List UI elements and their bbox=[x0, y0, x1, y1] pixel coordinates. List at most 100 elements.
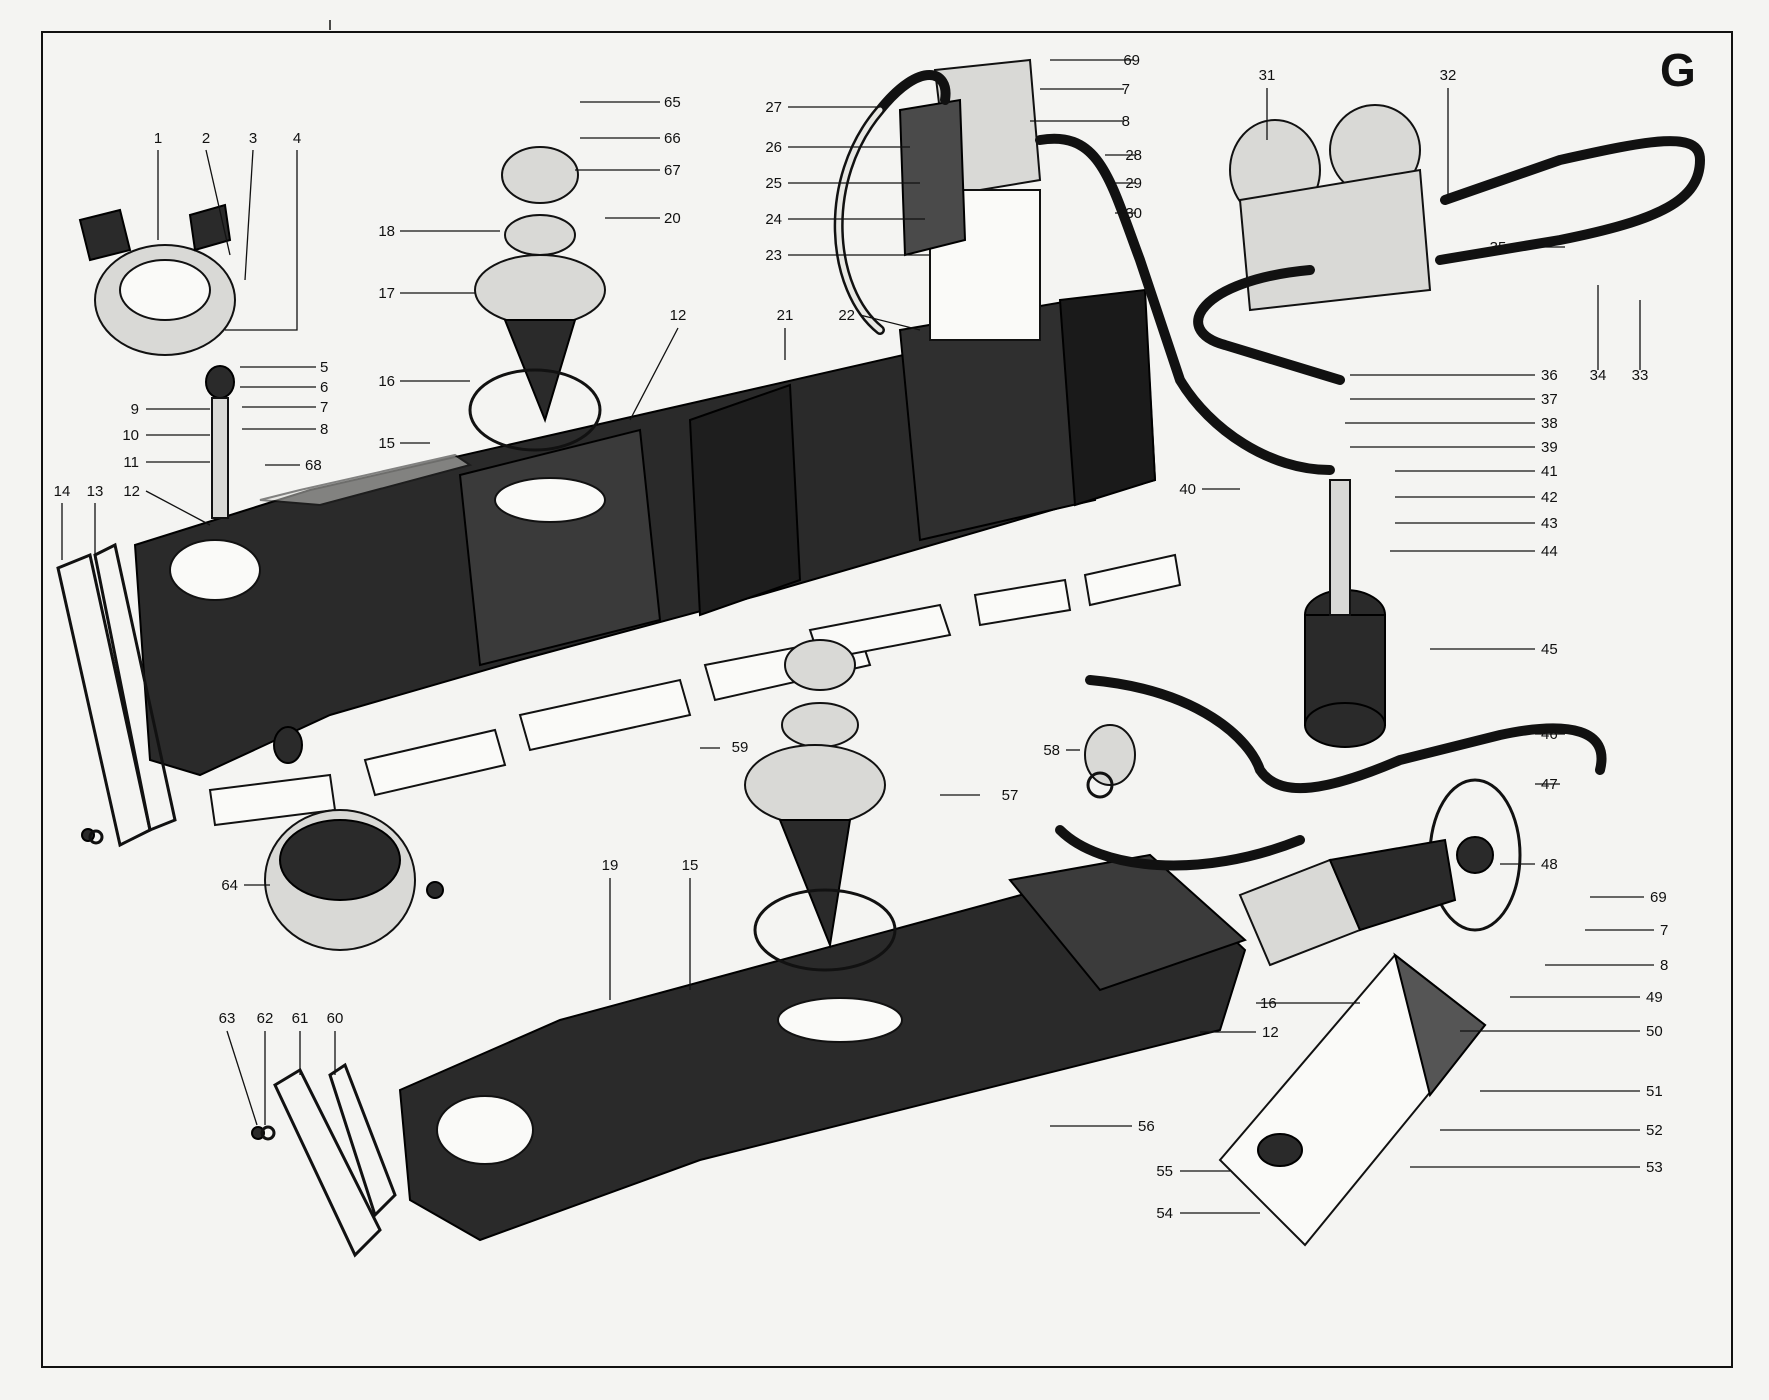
fuel-pipes bbox=[833, 70, 1706, 871]
part-callout-c25: 25 bbox=[765, 175, 782, 192]
part-callout-c27: 27 bbox=[765, 99, 782, 116]
part-callout-c7b: 7 bbox=[1122, 81, 1130, 98]
filler-cap-assembly bbox=[78, 203, 236, 519]
part-callout-c15b: 15 bbox=[682, 857, 699, 874]
part-callout-c20: 20 bbox=[664, 210, 681, 227]
drain-plug-washer bbox=[81, 828, 276, 1141]
part-callout-c33: 33 bbox=[1632, 367, 1649, 384]
part-callout-c69b: 69 bbox=[1650, 889, 1667, 906]
part-callout-c60: 60 bbox=[327, 1010, 344, 1027]
part-callout-c14: 14 bbox=[54, 483, 71, 500]
part-callout-c54: 54 bbox=[1156, 1205, 1173, 1222]
part-callout-c22: 22 bbox=[838, 307, 855, 324]
tank-connector-box bbox=[1238, 838, 1457, 967]
svg-text:G: G bbox=[1660, 44, 1696, 96]
part-callout-c55: 55 bbox=[1156, 1163, 1173, 1180]
part-callout-c8a: 8 bbox=[320, 421, 328, 438]
upper-fuel-tank bbox=[133, 288, 1157, 777]
leader-line-c3 bbox=[244, 149, 254, 281]
part-callout-c3: 3 bbox=[249, 130, 257, 147]
part-callout-c39: 39 bbox=[1541, 439, 1558, 456]
part-callout-c8c: 8 bbox=[1660, 957, 1668, 974]
part-callout-c15a: 15 bbox=[378, 435, 395, 452]
part-callout-c47: 47 bbox=[1541, 776, 1558, 793]
part-callout-c65: 65 bbox=[664, 94, 681, 111]
leader-line-c2 bbox=[205, 149, 231, 256]
part-callout-c11: 11 bbox=[123, 454, 139, 471]
part-callout-c17: 17 bbox=[378, 285, 395, 302]
part-callout-c63: 63 bbox=[219, 1010, 236, 1027]
part-callout-c69a: 69 bbox=[1123, 52, 1140, 69]
part-callout-c19: 19 bbox=[602, 857, 619, 874]
part-callout-c26: 26 bbox=[765, 139, 782, 156]
fuel-pump-mounting-block bbox=[898, 58, 1042, 341]
part-callout-c68: 68 bbox=[305, 457, 322, 474]
leader-line-c63 bbox=[226, 1030, 258, 1126]
part-callout-c18: 18 bbox=[378, 223, 395, 240]
part-callout-c24: 24 bbox=[765, 211, 782, 228]
part-callout-c32: 32 bbox=[1440, 67, 1457, 84]
part-callout-c29: 29 bbox=[1125, 175, 1142, 192]
part-callout-c41: 41 bbox=[1541, 463, 1558, 480]
part-callout-c38: 38 bbox=[1541, 415, 1558, 432]
part-callout-c2: 2 bbox=[202, 130, 210, 147]
part-callout-c34: 34 bbox=[1590, 367, 1607, 384]
part-callout-c12c: 12 bbox=[1262, 1024, 1279, 1041]
part-callout-c12b: 12 bbox=[670, 307, 687, 324]
leader-line-c12a bbox=[145, 490, 211, 526]
leader-lines bbox=[61, 59, 1654, 1214]
part-callout-c16a: 16 bbox=[378, 373, 395, 390]
part-callout-c64: 64 bbox=[221, 877, 238, 894]
part-callout-c52: 52 bbox=[1646, 1122, 1663, 1139]
lower-fuel-tank bbox=[398, 853, 1247, 1242]
part-callout-c46: 46 bbox=[1541, 726, 1558, 743]
part-callout-c1: 1 bbox=[154, 130, 162, 147]
part-callout-c50: 50 bbox=[1646, 1023, 1663, 1040]
part-callout-c7c: 7 bbox=[1660, 922, 1668, 939]
part-callout-c10: 10 bbox=[122, 427, 139, 444]
part-callout-c8b: 8 bbox=[1122, 113, 1130, 130]
part-callout-c56: 56 bbox=[1138, 1118, 1155, 1135]
part-callout-c4: 4 bbox=[293, 130, 301, 147]
part-callout-c42: 42 bbox=[1541, 489, 1558, 506]
lower-tank-sender-opening bbox=[777, 997, 903, 1043]
part-callout-c57: 57 bbox=[1002, 787, 1019, 804]
part-callout-c13: 13 bbox=[87, 483, 104, 500]
part-callout-c66: 66 bbox=[664, 130, 681, 147]
part-callout-c9: 9 bbox=[131, 401, 139, 418]
part-callout-c31: 31 bbox=[1259, 67, 1276, 84]
fuel-filter bbox=[1084, 724, 1136, 799]
part-callout-c48: 48 bbox=[1541, 856, 1558, 873]
part-callout-c51: 51 bbox=[1646, 1083, 1663, 1100]
lower-filler-cap bbox=[264, 726, 444, 951]
access-cover-plate bbox=[1218, 952, 1487, 1247]
upper-tank-sender-opening bbox=[494, 477, 606, 523]
part-callout-c61: 61 bbox=[292, 1010, 309, 1027]
lower-gauge-sender bbox=[744, 639, 897, 972]
part-callout-c5: 5 bbox=[320, 359, 328, 376]
sheet-letter-badge: G bbox=[1660, 44, 1696, 96]
part-callout-c59: 59 bbox=[732, 739, 749, 756]
part-callout-c7a: 7 bbox=[320, 399, 328, 416]
part-callout-c49: 49 bbox=[1646, 989, 1663, 1006]
leader-line-c4 bbox=[225, 150, 298, 331]
upper-tank-end-gaskets bbox=[56, 542, 177, 848]
part-callout-c23: 23 bbox=[765, 247, 782, 264]
lower-filler-cover-gaskets bbox=[273, 1062, 397, 1258]
part-callout-c21: 21 bbox=[777, 307, 794, 324]
part-callout-c30: 30 bbox=[1125, 205, 1142, 222]
part-callout-c6: 6 bbox=[320, 379, 328, 396]
part-callout-c53: 53 bbox=[1646, 1159, 1663, 1176]
leader-line-c22 bbox=[859, 314, 921, 331]
part-callout-c28: 28 bbox=[1125, 147, 1142, 164]
part-callout-c62: 62 bbox=[257, 1010, 274, 1027]
diagram-border bbox=[41, 31, 1733, 1368]
part-callout-c45: 45 bbox=[1541, 641, 1558, 658]
leader-line-c12b bbox=[629, 327, 679, 421]
lower-tank-filler-opening bbox=[436, 1095, 534, 1165]
part-callout-c35: 35 bbox=[1490, 239, 1507, 256]
part-callout-c40: 40 bbox=[1179, 481, 1196, 498]
upper-tank-filler-opening bbox=[169, 539, 261, 601]
